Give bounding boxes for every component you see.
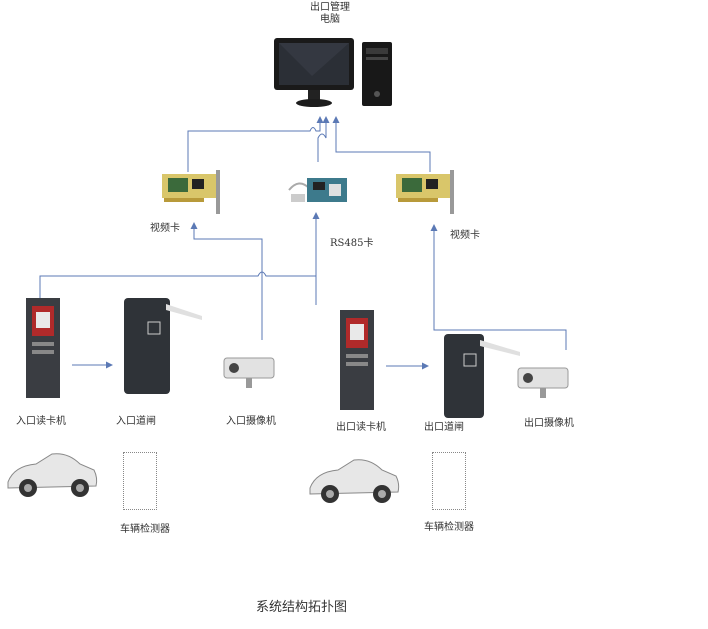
wire-rs485-to-pc	[317, 116, 330, 162]
exit-camera-label: 出口摄像机	[524, 418, 574, 429]
entry-card-reader-label: 入口读卡机	[16, 416, 66, 427]
entry-camera-icon	[223, 357, 275, 388]
car-icon-left	[7, 453, 98, 497]
exit-barrier-label: 出口道闸	[424, 422, 464, 433]
wire-video-right-to-pc	[332, 116, 431, 172]
wire-video-left-to-pc	[187, 116, 324, 172]
wire-exit-camera-to-video	[430, 224, 567, 350]
rs485-card-icon	[288, 178, 347, 202]
exit-card-reader-label: 出口读卡机	[336, 422, 386, 433]
exit-card-reader-icon	[340, 310, 374, 410]
video-card-left-label: 视频卡	[150, 223, 180, 234]
diagram-title: 系统结构拓扑图	[256, 600, 348, 615]
entry-barrier-label: 入口道闸	[116, 416, 156, 427]
vehicle-detector-left-label: 车辆检测器	[120, 524, 170, 535]
exit-pc-label: 出口管理 电脑	[300, 2, 360, 26]
exit-pc-label-line1: 出口管理	[310, 2, 350, 13]
entry-camera-label: 入口摄像机	[226, 416, 276, 427]
exit-camera-icon	[517, 367, 569, 398]
vehicle-detector-right-label: 车辆检测器	[424, 522, 474, 533]
entry-card-reader-icon	[26, 298, 60, 398]
video-card-left-icon	[162, 170, 220, 214]
vehicle-detector-right-box	[432, 452, 466, 510]
video-card-right-icon	[396, 170, 454, 214]
exit-pc-icon	[274, 38, 392, 107]
rs485-card-label: RS485卡	[330, 238, 374, 249]
wire-entry-reader-bus	[39, 271, 316, 300]
car-icon-right	[309, 459, 400, 503]
vehicle-detector-left-box	[123, 452, 157, 510]
video-card-right-label: 视频卡	[450, 230, 480, 241]
wire-entry-camera-to-video	[190, 222, 263, 340]
exit-barrier-icon	[444, 334, 520, 418]
exit-pc-label-line2: 电脑	[320, 14, 340, 25]
entry-barrier-icon	[124, 298, 202, 394]
